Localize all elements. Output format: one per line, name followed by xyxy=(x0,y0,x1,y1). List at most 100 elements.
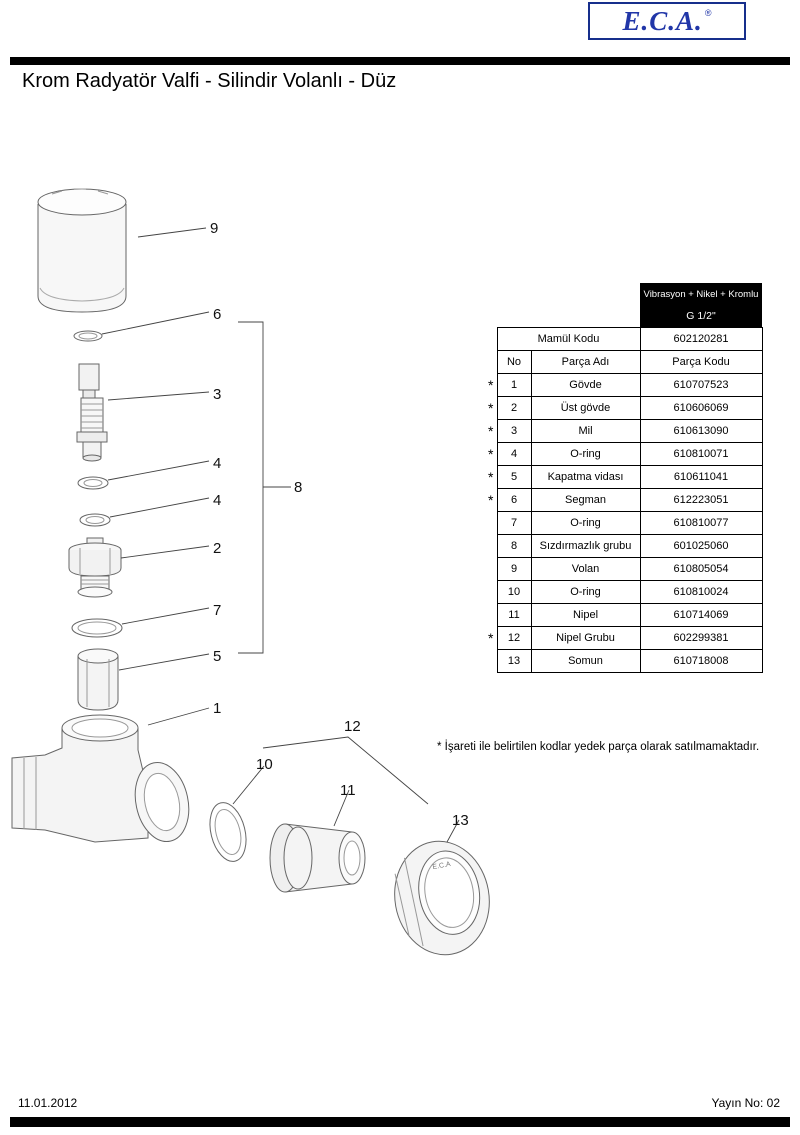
callout-4b: 4 xyxy=(213,492,222,509)
part-no: 3 xyxy=(496,419,532,443)
callout-2: 2 xyxy=(213,540,222,557)
part-name: Kapatma vidası xyxy=(530,465,641,489)
table-row: * 4 O-ring 610810071 xyxy=(485,442,763,466)
table-row: 7 O-ring 610810077 xyxy=(485,511,763,535)
part-1-govde xyxy=(11,714,190,843)
table-row: * 3 Mil 610613090 xyxy=(485,419,763,443)
table-row: * 5 Kapatma vidası 610611041 xyxy=(485,465,763,489)
col-header-code: Parça Kodu xyxy=(639,350,763,374)
part-name: Volan xyxy=(530,557,641,581)
part-no: 1 xyxy=(496,373,532,397)
part-star: * xyxy=(488,423,494,439)
part-no: 2 xyxy=(496,396,532,420)
part-star xyxy=(485,581,497,604)
table-row: * 12 Nipel Grubu 602299381 xyxy=(485,626,763,650)
part-3-mil xyxy=(76,363,108,462)
page-title: Krom Radyatör Valfi - Silindir Volanlı -… xyxy=(22,70,397,92)
star-spacer xyxy=(485,328,497,351)
part-name: O-ring xyxy=(530,580,641,604)
part-code: 602299381 xyxy=(639,626,763,650)
part-no: 8 xyxy=(496,534,532,558)
table-row: 13 Somun 610718008 xyxy=(485,649,763,673)
part-name: O-ring xyxy=(530,511,641,535)
column-header-row: No Parça Adı Parça Kodu xyxy=(485,350,763,374)
product-code-label: Mamül Kodu xyxy=(496,327,641,351)
part-name: Segman xyxy=(530,488,641,512)
part-6-segman xyxy=(73,330,103,342)
part-code: 610606069 xyxy=(639,396,763,420)
part-name: Üst gövde xyxy=(530,396,641,420)
part-code: 610810077 xyxy=(639,511,763,535)
part-no: 7 xyxy=(496,511,532,535)
part-star xyxy=(485,604,497,627)
eca-logo-text: E.C.A. xyxy=(622,5,703,36)
table-row: 9 Volan 610805054 xyxy=(485,557,763,581)
table-row: 10 O-ring 610810024 xyxy=(485,580,763,604)
part-star: * xyxy=(488,446,494,462)
part-no: 12 xyxy=(496,626,532,650)
part-star: * xyxy=(488,492,494,508)
part-code: 610805054 xyxy=(639,557,763,581)
part-10-oring xyxy=(209,802,247,862)
part-name: O-ring xyxy=(530,442,641,466)
part-7-oring xyxy=(71,618,123,638)
parts-table: Mamül Kodu 602120281 No Parça Adı Parça … xyxy=(485,327,763,673)
part-2-ust-govde xyxy=(68,537,122,598)
callout-12: 12 xyxy=(344,718,361,735)
part-13-somun: E.C.A xyxy=(394,840,490,956)
table-variant-header: Vibrasyon + Nikel + Kromlu xyxy=(640,283,762,305)
part-11-nipel xyxy=(269,823,366,893)
exploded-diagram: E.C.A xyxy=(11,188,490,956)
callout-10: 10 xyxy=(256,756,273,773)
footer-bar xyxy=(10,1117,790,1127)
part-4-oring-lower xyxy=(79,513,111,527)
part-star: * xyxy=(488,400,494,416)
part-no: 10 xyxy=(496,580,532,604)
part-code: 610714069 xyxy=(639,603,763,627)
callout-11: 11 xyxy=(340,782,356,799)
callout-7: 7 xyxy=(213,602,222,619)
col-header-name: Parça Adı xyxy=(530,350,641,374)
part-code: 612223051 xyxy=(639,488,763,512)
callout-3: 3 xyxy=(213,386,222,403)
bracket-12 xyxy=(262,736,429,805)
leader-lines xyxy=(101,227,460,843)
callout-13: 13 xyxy=(452,812,469,829)
bracket-8 xyxy=(238,321,264,654)
part-star: * xyxy=(488,630,494,646)
registered-trademark-icon: ® xyxy=(704,8,712,18)
product-code-row: Mamül Kodu 602120281 xyxy=(485,327,763,351)
part-code: 610611041 xyxy=(639,465,763,489)
part-code: 610707523 xyxy=(639,373,763,397)
part-no: 13 xyxy=(496,649,532,673)
part-star: * xyxy=(488,377,494,393)
product-code-value: 602120281 xyxy=(639,327,763,351)
part-code: 610810024 xyxy=(639,580,763,604)
footer-issue: Yayın No: 02 xyxy=(711,1096,780,1110)
part-star xyxy=(485,650,497,673)
part-star xyxy=(485,535,497,558)
part-name: Gövde xyxy=(530,373,641,397)
nut-marking: E.C.A xyxy=(432,861,452,871)
part-code: 610718008 xyxy=(639,649,763,673)
table-size-header: G 1/2" xyxy=(640,305,762,327)
part-9-volan xyxy=(37,188,127,313)
callout-4a: 4 xyxy=(213,455,222,472)
part-no: 11 xyxy=(496,603,532,627)
table-row: * 2 Üst gövde 610606069 xyxy=(485,396,763,420)
spare-part-note: * İşareti ile belirtilen kodlar yedek pa… xyxy=(437,741,760,753)
part-code: 610810071 xyxy=(639,442,763,466)
table-row: * 6 Segman 612223051 xyxy=(485,488,763,512)
part-name: Mil xyxy=(530,419,641,443)
table-row: * 1 Gövde 610707523 xyxy=(485,373,763,397)
part-no: 9 xyxy=(496,557,532,581)
part-star: * xyxy=(488,469,494,485)
header-divider-bar xyxy=(10,57,790,65)
part-name: Sızdırmazlık grubu xyxy=(530,534,641,558)
callout-8: 8 xyxy=(294,479,303,496)
eca-logo: E.C.A. ® xyxy=(588,2,746,40)
part-no: 6 xyxy=(496,488,532,512)
callout-5: 5 xyxy=(213,648,222,665)
part-no: 5 xyxy=(496,465,532,489)
part-no: 4 xyxy=(496,442,532,466)
